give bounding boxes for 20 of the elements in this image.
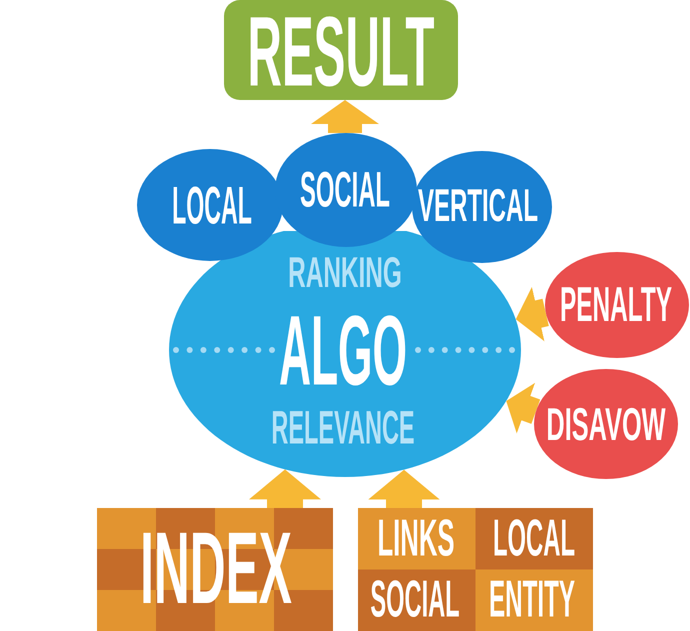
node-label: LOCAL	[172, 185, 252, 227]
node-label: VERTICAL	[418, 188, 538, 224]
node-label: RANKING	[288, 257, 402, 291]
arrow	[368, 470, 440, 508]
node-label: LINKS	[377, 518, 455, 560]
arrow	[249, 469, 321, 508]
arrow	[311, 100, 379, 133]
node-label: SOCIAL	[370, 580, 460, 620]
node-label: LOCAL	[493, 518, 575, 560]
rounded-box	[224, 0, 458, 100]
node-label: RELEVANCE	[271, 410, 415, 446]
node-label: PENALTY	[560, 286, 672, 324]
checkered-box	[358, 508, 593, 631]
node-title: INDEX	[140, 529, 292, 609]
node-label: ENTITY	[489, 580, 575, 620]
node-title: ALGO	[278, 311, 408, 389]
node-label: SOCIAL	[300, 170, 390, 210]
node-label: DISAVOW	[546, 407, 666, 443]
node-title: RESULT	[248, 12, 434, 90]
checkered-box	[97, 508, 333, 631]
